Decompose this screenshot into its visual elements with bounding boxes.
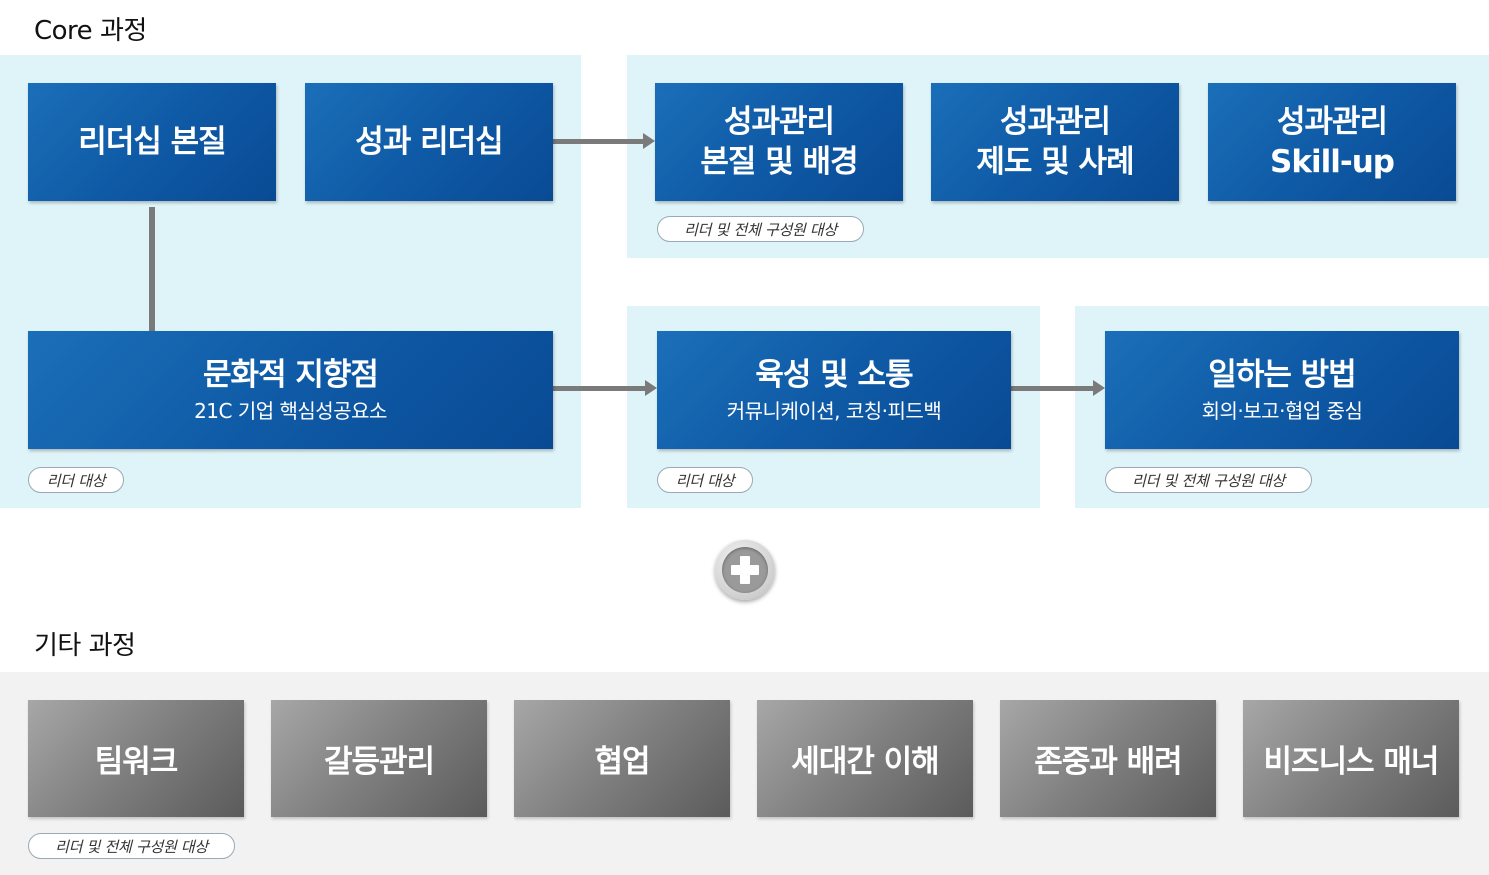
other-panel [0,672,1489,875]
connector-to-pm [553,139,645,144]
culture-subtitle: 21C 기업 핵심성공요소 [194,399,387,423]
growth-target-tag: 리더 대상 [657,467,753,493]
culture-box: 문화적 지향점 21C 기업 핵심성공요소 [28,331,553,449]
pm-target-tag: 리더 및 전체 구성원 대상 [657,216,864,242]
connector-to-growth [553,386,647,391]
arrow-head-to-work [1093,380,1105,396]
growth-subtitle: 커뮤니케이션, 코칭·피드백 [726,399,942,423]
performance-leadership-label: 성과 리더십 [355,124,503,160]
connector-to-work [1011,386,1093,391]
leadership-essence-box: 리더십 본질 [28,83,276,201]
culture-title: 문화적 지향점 [203,357,379,393]
leadership-essence-label: 리더십 본질 [78,124,226,160]
pm-system-line1: 성과관리 [999,104,1111,140]
pm-system-line2: 제도 및 사례 [976,144,1134,180]
work-target-tag: 리더 및 전체 구성원 대상 [1105,467,1312,493]
other-item-generations: 세대간 이해 [757,700,973,817]
work-box: 일하는 방법 회의·보고·협업 중심 [1105,331,1459,449]
performance-leadership-box: 성과 리더십 [305,83,553,201]
plus-glyph-icon [731,556,759,584]
other-item-teamwork: 팀워크 [28,700,244,817]
other-item-conflict: 갈등관리 [271,700,487,817]
pm-system-box: 성과관리 제도 및 사례 [931,83,1179,201]
work-title: 일하는 방법 [1208,357,1356,393]
connector-vertical [149,207,155,331]
pm-essence-line2: 본질 및 배경 [700,144,858,180]
growth-title: 육성 및 소통 [755,357,913,393]
pm-essence-box: 성과관리 본질 및 배경 [655,83,903,201]
other-target-tag: 리더 및 전체 구성원 대상 [28,833,235,859]
culture-target-tag: 리더 대상 [28,467,124,493]
other-section-title: 기타 과정 [34,631,136,661]
pm-essence-line1: 성과관리 [723,104,835,140]
pm-skill-line1: 성과관리 [1276,104,1388,140]
other-item-collaboration: 협업 [514,700,730,817]
growth-box: 육성 및 소통 커뮤니케이션, 코칭·피드백 [657,331,1011,449]
plus-circle-icon [715,540,775,600]
pm-skill-box: 성과관리 Skill-up [1208,83,1456,201]
arrow-head-to-growth [645,380,657,396]
other-item-respect: 존중과 배려 [1000,700,1216,817]
pm-skill-line2: Skill-up [1270,144,1395,180]
core-section-title: Core 과정 [34,16,147,46]
work-subtitle: 회의·보고·협업 중심 [1201,399,1363,423]
arrow-head-to-pm [643,133,655,149]
other-item-manners: 비즈니스 매너 [1243,700,1459,817]
